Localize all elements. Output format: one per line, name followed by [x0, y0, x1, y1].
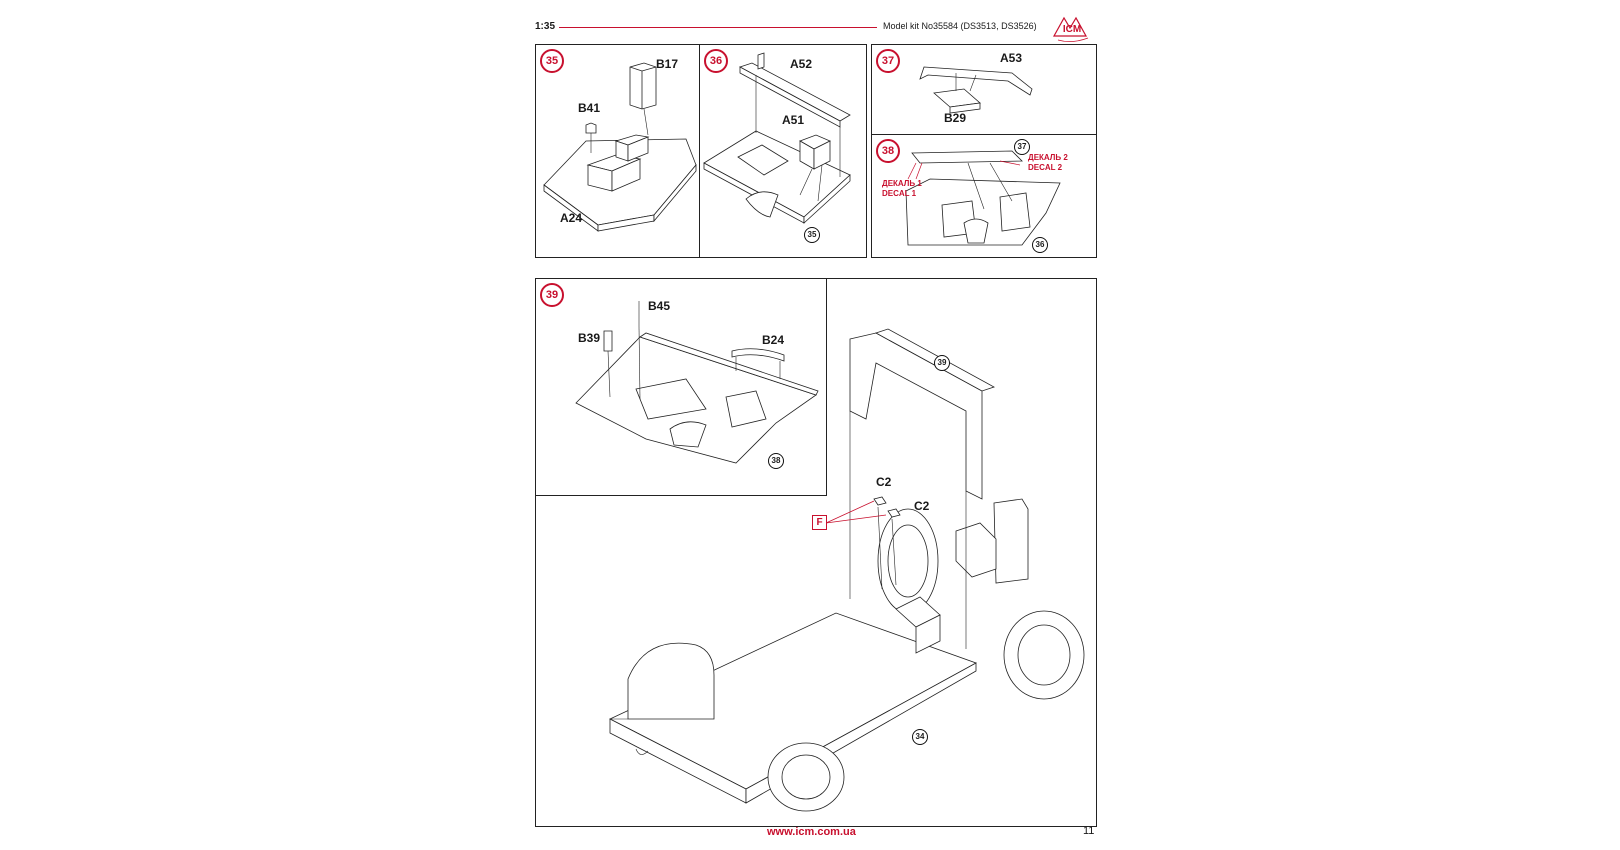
step-39-badge: 39 [540, 283, 564, 307]
step-38-ref-37: 37 [1014, 139, 1030, 155]
footer-url[interactable]: www.icm.com.ua [767, 826, 856, 838]
part-b24-label: B24 [762, 333, 785, 347]
part-a53-label: A53 [1000, 51, 1023, 65]
decal-2-en: DECAL 2 [1028, 163, 1063, 172]
step-40-ref-34: 34 [912, 729, 928, 745]
step-40-ref-39: 39 [934, 355, 950, 371]
step-35-panel: 35 B17 B41 A24 [535, 44, 701, 258]
step-39-ref-38: 38 [768, 453, 784, 469]
part-a52-label: A52 [790, 57, 813, 71]
scale-label: 1:35 [535, 21, 556, 32]
step-35-drawing [543, 62, 697, 232]
step-38-badge: 38 [876, 139, 900, 163]
part-b45-label: B45 [648, 299, 671, 313]
step-36-badge: 36 [704, 49, 728, 73]
paint-code-f: F [812, 515, 827, 530]
step-37-drawing [919, 66, 1033, 114]
step-39-panel: 39 B45 B39 B24 38 [535, 278, 827, 496]
part-b41-label: B41 [578, 101, 601, 115]
step-38-panel: 38 37 36 ДЕКАЛЬ 1 DECAL 1 ДЕКАЛЬ 2 DECAL… [871, 134, 1097, 258]
part-b29-label: B29 [944, 111, 967, 125]
part-a24-label: A24 [560, 211, 583, 225]
part-b39-label: B39 [578, 331, 601, 345]
decal-1-ru: ДЕКАЛЬ 1 [882, 179, 922, 188]
decal-2-ru: ДЕКАЛЬ 2 [1028, 153, 1068, 162]
header-rule [559, 27, 877, 28]
logo-text: ICM [1063, 24, 1081, 35]
step-37-panel: 37 A53 B29 [871, 44, 1097, 136]
decal-2-label: ДЕКАЛЬ 2 DECAL 2 [1028, 153, 1068, 173]
step-37-badge: 37 [876, 49, 900, 73]
step-38-ref-36: 36 [1032, 237, 1048, 253]
step-36-drawing [703, 52, 851, 224]
part-c2a-label: C2 [876, 475, 892, 489]
kit-title: Model kit No35584 (DS3513, DS3526) [883, 21, 1037, 31]
decal-1-en: DECAL 1 [882, 189, 917, 198]
step-39-drawing [575, 301, 819, 464]
step-36-panel: 36 A52 A51 35 [699, 44, 867, 258]
step-38-drawing [905, 150, 1061, 246]
step-36-ref-35: 35 [804, 227, 820, 243]
icm-logo: ICM [1052, 16, 1089, 42]
page-number: 11 [1083, 825, 1095, 837]
part-b17-label: B17 [656, 57, 679, 71]
part-c2b-label: C2 [914, 499, 930, 513]
step-40-drawing [609, 328, 1085, 812]
step-35-badge: 35 [540, 49, 564, 73]
part-a51-label: A51 [782, 113, 805, 127]
decal-1-label: ДЕКАЛЬ 1 DECAL 1 [882, 179, 922, 199]
instruction-page: 1:35 Model kit No35584 (DS3513, DS3526) … [535, 14, 1097, 844]
